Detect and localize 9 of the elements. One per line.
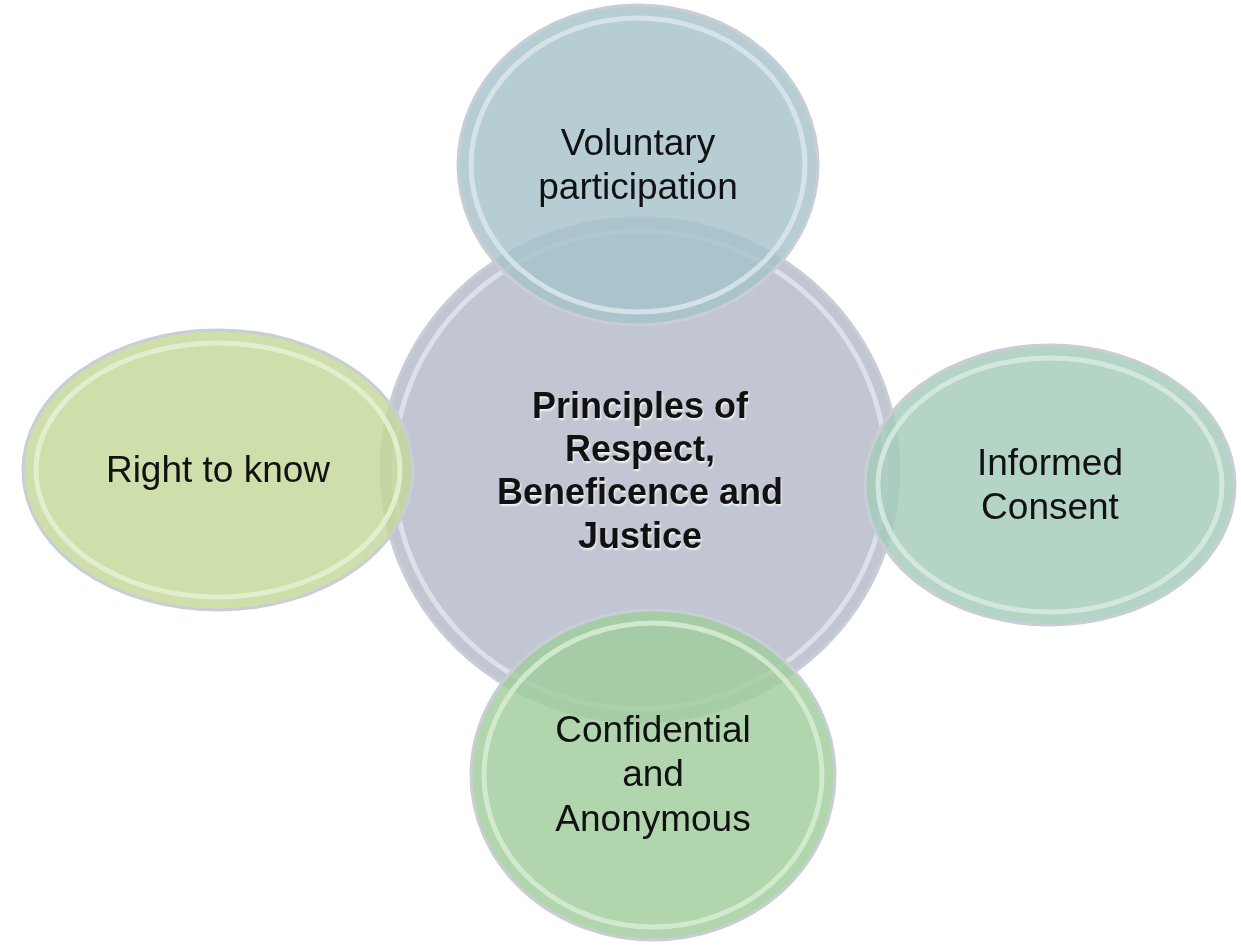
ellipse-node <box>455 2 821 328</box>
node-label: Right to know <box>104 447 332 492</box>
node-label: Informed Consent <box>976 440 1124 529</box>
ellipse-node <box>468 607 838 943</box>
ellipse-node <box>862 342 1238 628</box>
node-label: Voluntary participation <box>537 120 739 209</box>
center-title: Principles of Respect, Beneficence and Justice <box>495 383 785 557</box>
node-label: Confidential and Anonymous <box>554 708 752 842</box>
ellipse-node <box>20 327 416 613</box>
